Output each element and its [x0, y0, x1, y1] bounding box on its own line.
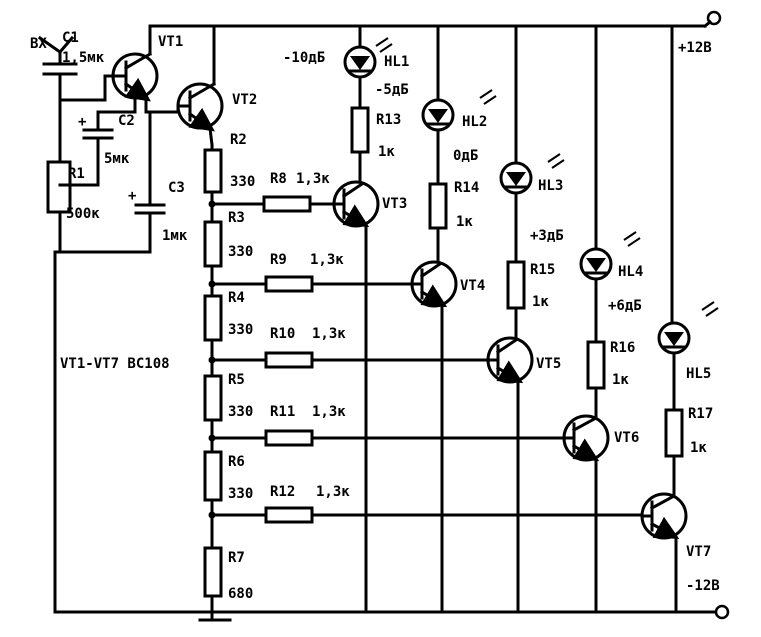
positive-terminal — [702, 10, 722, 29]
transistor-vt6 — [560, 414, 610, 462]
r5-value: 330 — [228, 404, 253, 420]
hl2-db-label: -5дБ — [375, 82, 409, 98]
r4-value: 330 — [228, 322, 253, 338]
vt6-label: VT6 — [614, 430, 639, 446]
resistor-r12 — [264, 506, 314, 524]
vt4-label: VT4 — [460, 278, 485, 294]
r11-value: 1,3к — [312, 404, 346, 420]
hl1-db-label: -10дБ — [283, 50, 325, 66]
transistor-vt3 — [330, 180, 380, 228]
r9-value: 1,3к — [310, 252, 344, 268]
resistor-r8 — [262, 195, 312, 213]
resistor-r9 — [264, 275, 314, 293]
positive-supply-label: +12В — [678, 40, 712, 56]
transistor-vt2 — [176, 81, 224, 132]
r17-label: R17 — [688, 406, 713, 422]
resistor-r17 — [664, 408, 684, 458]
led-hl3 — [499, 153, 565, 195]
led-hl5 — [657, 301, 719, 355]
vt7-label: VT7 — [686, 544, 711, 560]
r7-value: 680 — [228, 586, 253, 602]
r11-label: R11 — [270, 404, 295, 420]
resistor-r3 — [203, 220, 223, 268]
r8-label: R8 — [270, 171, 287, 187]
r8-value: 1,3к — [296, 171, 330, 187]
hl3-label: HL3 — [538, 178, 563, 194]
resistor-r11 — [264, 429, 314, 447]
r4-label: R4 — [228, 290, 245, 306]
negative-terminal — [714, 604, 730, 620]
r2-value: 330 — [230, 174, 255, 190]
transistor-vt7 — [640, 492, 688, 540]
r9-label: R9 — [270, 252, 287, 268]
transistor-type-note: VT1-VT7 BC108 — [60, 356, 170, 372]
resistor-r13 — [350, 106, 370, 154]
r10-value: 1,3к — [312, 326, 346, 342]
led-hl4 — [579, 231, 641, 281]
resistor-r2 — [203, 148, 223, 194]
c1-value: 1,5мк — [62, 50, 105, 66]
c1-label: C1 — [62, 30, 79, 46]
r1-value: 500к — [66, 206, 100, 222]
transistor-vt4 — [408, 260, 458, 308]
resistor-r10 — [264, 351, 314, 369]
r15-label: R15 — [530, 262, 555, 278]
c2-label: C2 — [118, 113, 135, 129]
hl4-db-label: +6дБ — [608, 298, 642, 314]
r13-label: R13 — [376, 112, 401, 128]
resistor-r1 — [46, 160, 72, 214]
r15-value: 1к — [532, 294, 549, 310]
hl3-db-label: 0дБ — [453, 148, 478, 164]
hl4-label: HL4 — [618, 264, 643, 280]
r12-value: 1,3к — [316, 484, 350, 500]
r14-value: 1к — [456, 214, 473, 230]
c2-value: 5мк — [104, 151, 130, 167]
r3-label: R3 — [228, 210, 245, 226]
r12-label: R12 — [270, 484, 295, 500]
vt3-label: VT3 — [382, 196, 407, 212]
transistor-vt1 — [103, 51, 159, 102]
r17-value: 1к — [690, 440, 707, 456]
vt2-label: VT2 — [232, 92, 257, 108]
resistor-r4 — [203, 294, 223, 342]
r5-label: R5 — [228, 372, 245, 388]
r15-db-label: +3дБ — [530, 228, 564, 244]
r16-label: R16 — [610, 340, 635, 356]
r2-label: R2 — [230, 132, 247, 148]
r6-label: R6 — [228, 454, 245, 470]
hl5-label: HL5 — [686, 366, 711, 382]
vt5-label: VT5 — [536, 356, 561, 372]
input-label: ВХ — [30, 36, 47, 52]
resistor-r15 — [506, 260, 526, 310]
r3-value: 330 — [228, 244, 253, 260]
r14-label: R14 — [454, 180, 479, 196]
hl1-label: HL1 — [384, 54, 409, 70]
c2-plus: + — [78, 114, 86, 130]
r13-value: 1к — [378, 144, 395, 160]
c3-value: 1мк — [162, 228, 188, 244]
resistor-r14 — [428, 182, 448, 230]
r1-label: R1 — [68, 166, 85, 182]
resistor-r7 — [203, 546, 223, 598]
transistor-vt5 — [484, 336, 534, 384]
resistor-r16 — [586, 340, 606, 390]
r6-value: 330 — [228, 486, 253, 502]
resistor-r5 — [203, 374, 223, 422]
vt1-label: VT1 — [158, 34, 183, 50]
input-terminal — [37, 35, 75, 66]
c3-plus: + — [128, 188, 136, 204]
r7-label: R7 — [228, 550, 245, 566]
r10-label: R10 — [270, 326, 295, 342]
negative-supply-label: -12В — [686, 578, 720, 594]
resistor-r6 — [203, 450, 223, 502]
r16-value: 1к — [612, 372, 629, 388]
c3-label: C3 — [168, 180, 185, 196]
hl2-label: HL2 — [462, 114, 487, 130]
